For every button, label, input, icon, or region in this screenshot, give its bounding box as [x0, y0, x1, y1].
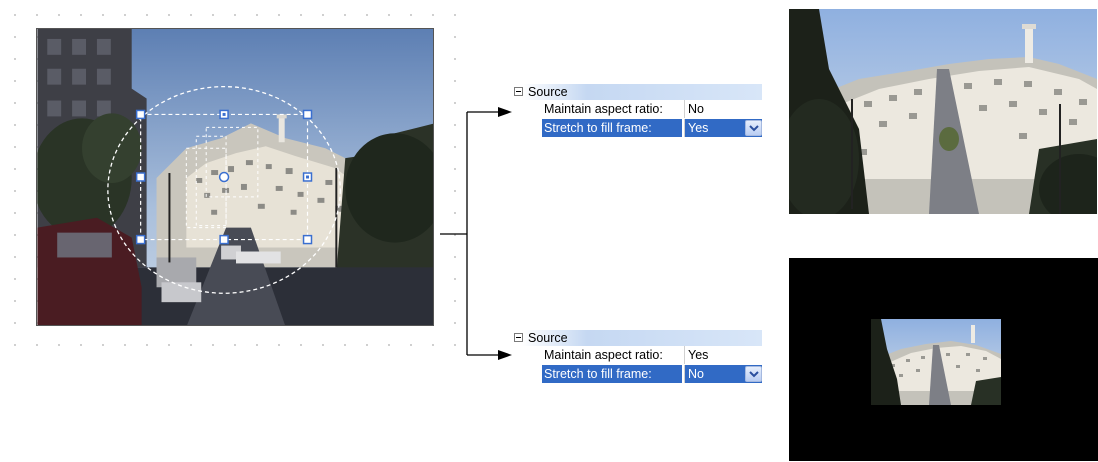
stretched-photo: [789, 9, 1097, 214]
preview-not-stretched: [789, 258, 1098, 461]
property-value[interactable]: No: [684, 100, 762, 118]
resize-handle-nw[interactable]: [135, 109, 146, 120]
section-label: Source: [528, 331, 568, 345]
dropdown-value: Yes: [688, 121, 709, 135]
letterboxed-photo: [871, 319, 1001, 405]
dropdown-chevron-icon[interactable]: [745, 120, 762, 136]
collapse-minus-icon[interactable]: [514, 87, 523, 96]
dropdown-value: No: [688, 367, 704, 381]
layout-editor-canvas: [0, 0, 460, 350]
resize-handle-se[interactable]: [302, 234, 313, 245]
property-value-dropdown[interactable]: No: [684, 365, 762, 383]
property-grid-stretch-yes: Source Maintain aspect ratio: No Stretch…: [512, 84, 762, 138]
property-name: Stretch to fill frame:: [542, 365, 682, 383]
rotation-center-handle[interactable]: [218, 171, 230, 183]
resize-handle-ne[interactable]: [302, 109, 313, 120]
street-photo: [37, 29, 434, 326]
resize-handle-w[interactable]: [135, 172, 146, 182]
property-name: Maintain aspect ratio:: [544, 102, 663, 116]
arrow-right-icon: [498, 350, 512, 360]
zoom-circle-guide: [107, 85, 341, 294]
resize-handle-s[interactable]: [219, 234, 229, 245]
section-label: Source: [528, 85, 568, 99]
maintain-aspect-ratio-row[interactable]: Maintain aspect ratio: No: [512, 100, 762, 119]
property-grid-stretch-no: Source Maintain aspect ratio: Yes Stretc…: [512, 330, 762, 384]
property-name: Stretch to fill frame:: [542, 119, 682, 137]
property-value[interactable]: Yes: [684, 346, 762, 364]
stretch-to-fill-row[interactable]: Stretch to fill frame: Yes: [512, 119, 762, 138]
photo-frame[interactable]: [36, 28, 434, 326]
collapse-minus-icon[interactable]: [514, 333, 523, 342]
resize-handle-sw[interactable]: [135, 234, 146, 245]
preview-stretched: [789, 9, 1097, 214]
property-name: Maintain aspect ratio:: [544, 348, 663, 362]
branch-connector: [440, 107, 512, 360]
arrow-right-icon: [498, 107, 512, 117]
maintain-aspect-ratio-row[interactable]: Maintain aspect ratio: Yes: [512, 346, 762, 365]
property-value-dropdown[interactable]: Yes: [684, 119, 762, 137]
source-section-header[interactable]: Source: [512, 84, 762, 100]
source-section-header[interactable]: Source: [512, 330, 762, 346]
stretch-to-fill-row[interactable]: Stretch to fill frame: No: [512, 365, 762, 384]
dropdown-chevron-icon[interactable]: [745, 366, 762, 382]
